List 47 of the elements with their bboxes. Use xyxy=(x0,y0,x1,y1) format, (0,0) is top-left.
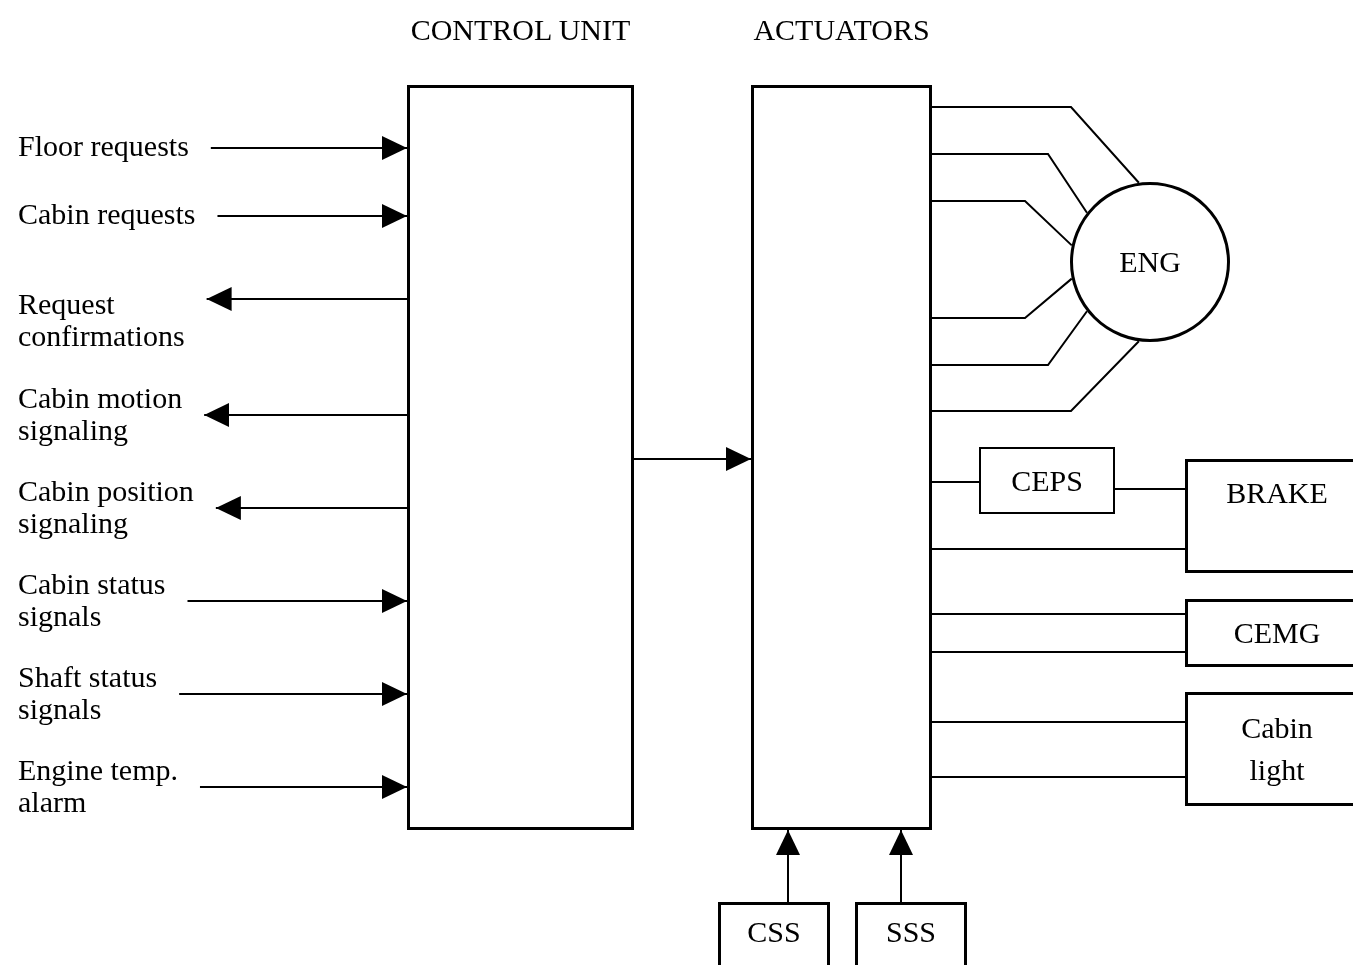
heading-label: CONTROL UNIT xyxy=(409,13,632,47)
brake-box xyxy=(1185,459,1353,573)
arrow xyxy=(186,589,408,613)
arrow xyxy=(205,287,408,311)
arrow xyxy=(209,136,408,160)
connector-line xyxy=(1114,488,1186,490)
sss-box xyxy=(855,902,967,965)
input-label: Cabin status signals xyxy=(18,568,248,634)
input-label: Shaft status signals xyxy=(18,661,248,727)
box-label: SSS xyxy=(885,914,937,950)
arrow xyxy=(178,682,408,706)
connector-line xyxy=(931,548,1186,550)
arrow xyxy=(203,403,408,427)
arrow xyxy=(216,204,408,228)
connector-line xyxy=(931,651,1186,653)
connector-line xyxy=(931,200,1073,247)
connector-line xyxy=(931,106,1140,184)
connector-line xyxy=(931,310,1088,366)
box-label: BRAKE xyxy=(1226,476,1328,510)
arrow xyxy=(633,447,752,471)
box-label: CSS xyxy=(747,914,801,950)
output-label: Request confirmations xyxy=(18,288,248,354)
connector-line xyxy=(931,613,1186,615)
heading-label: ACTUATORS xyxy=(752,13,931,47)
arrow xyxy=(776,829,800,903)
box-label: ENG xyxy=(1119,244,1181,280)
box-label: CEPS xyxy=(1011,462,1083,499)
arrow xyxy=(889,829,913,903)
arrow xyxy=(198,775,408,799)
cemg-box xyxy=(1185,599,1353,667)
input-label: Cabin requests xyxy=(18,198,248,234)
connector-line xyxy=(931,277,1073,319)
connector-line xyxy=(931,721,1186,723)
box-label: Cabin light xyxy=(1240,710,1314,788)
connector-line xyxy=(931,153,1088,214)
arrow xyxy=(214,496,408,520)
connector-line xyxy=(931,340,1140,412)
box-label: CEMG xyxy=(1233,615,1321,651)
ceps-box xyxy=(979,447,1115,514)
output-label: Cabin position signaling xyxy=(18,475,248,541)
input-label: Engine temp. alarm xyxy=(18,754,248,820)
output-label: Cabin motion signaling xyxy=(18,382,248,448)
connector-line xyxy=(931,776,1186,778)
connector-line xyxy=(931,481,980,483)
css-box xyxy=(718,902,830,965)
input-label: Floor requests xyxy=(18,130,248,166)
cabin-light-box xyxy=(1185,692,1353,806)
